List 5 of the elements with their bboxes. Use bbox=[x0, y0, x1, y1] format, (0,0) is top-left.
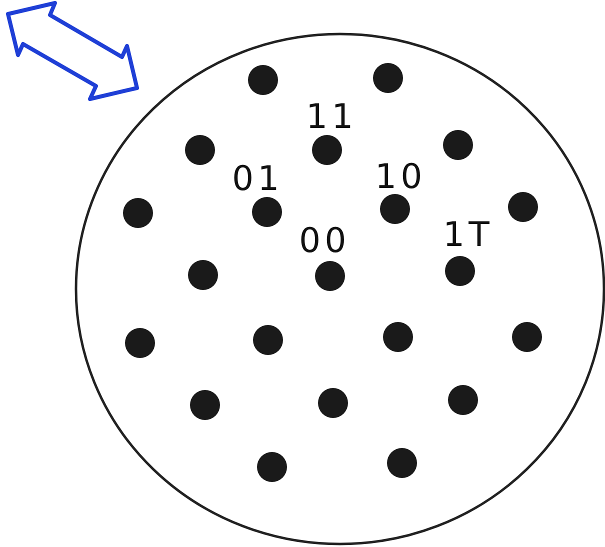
code-label: 10 bbox=[375, 160, 426, 194]
code-label: 1T bbox=[443, 218, 494, 252]
code-label: 11 bbox=[306, 100, 358, 134]
code-label: 00 bbox=[299, 224, 350, 258]
code-label: 01 bbox=[232, 162, 284, 196]
